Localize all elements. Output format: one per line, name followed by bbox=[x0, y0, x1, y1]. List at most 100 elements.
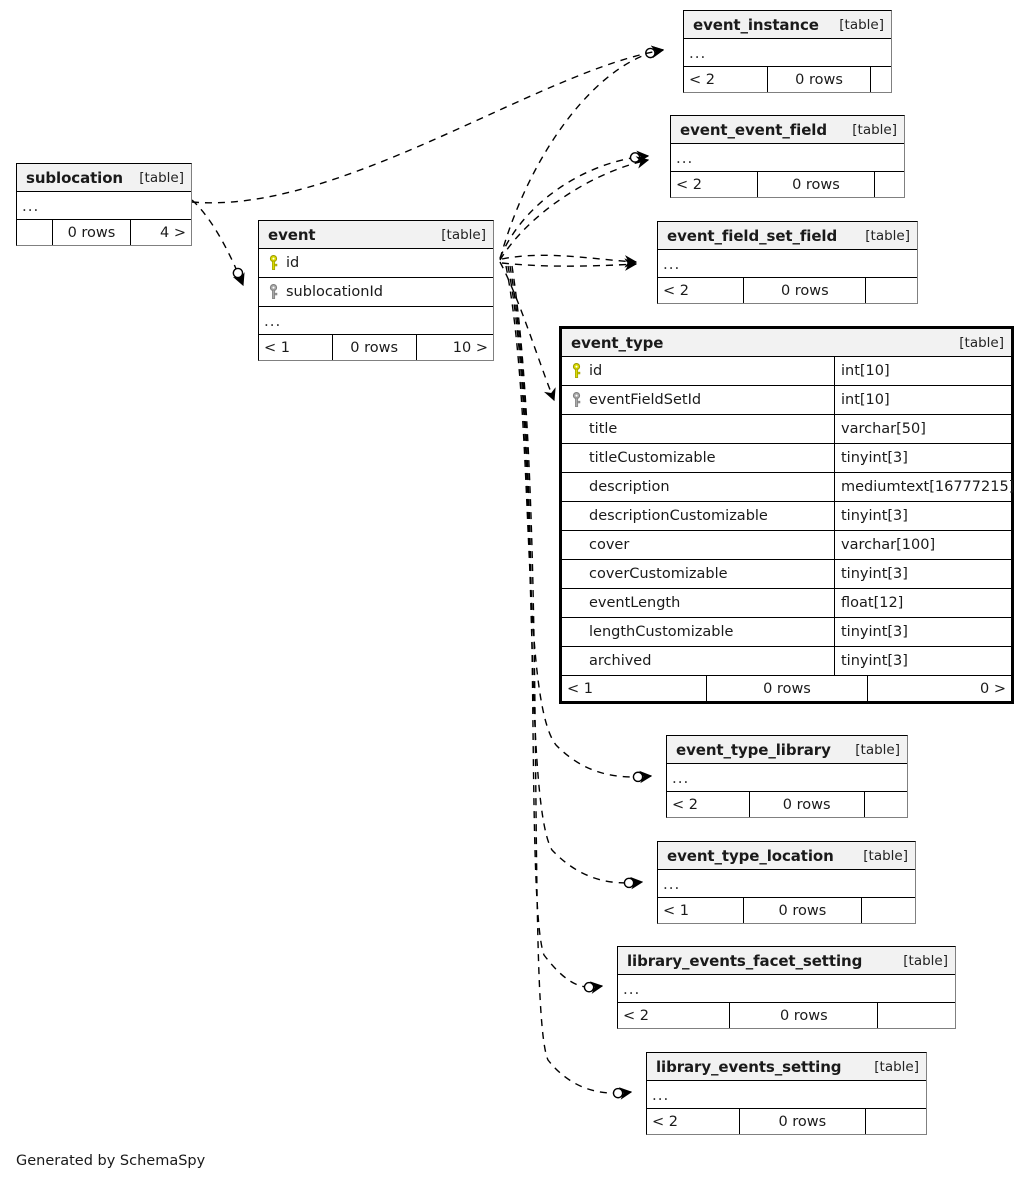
table-type-tag: [table] bbox=[874, 1058, 919, 1075]
footer-right-cell bbox=[865, 278, 917, 303]
column-name-cell: id bbox=[259, 249, 493, 277]
table-header-sublocation: sublocation [table] bbox=[17, 164, 191, 192]
column-type-cell: mediumtext[16777215] bbox=[834, 473, 1014, 501]
column-name-cell: description bbox=[562, 473, 834, 501]
table-title: sublocation bbox=[26, 168, 124, 187]
relationship-edge bbox=[501, 254, 638, 268]
table-type-tag: [table] bbox=[855, 741, 900, 758]
relationship-edge bbox=[191, 45, 665, 204]
footer-center-cell: 0 rows bbox=[766, 67, 871, 92]
optional-cardinality-circle-icon bbox=[632, 771, 644, 783]
column-name-cell: title bbox=[562, 415, 834, 443]
footer-right-cell: 4 > bbox=[130, 220, 191, 245]
table-type-tag: [table] bbox=[903, 952, 948, 969]
table-type-tag: [table] bbox=[139, 169, 184, 186]
column-label: description bbox=[589, 479, 670, 495]
column-name-cell: titleCustomizable bbox=[562, 444, 834, 472]
hidden-columns-ellipsis: ... bbox=[671, 144, 904, 172]
table-title: event_type_library bbox=[676, 740, 831, 759]
column-name-cell: archived bbox=[562, 647, 834, 675]
table-header-event_type_library: event_type_library [table] bbox=[667, 736, 907, 764]
footer-center-cell: 0 rows bbox=[757, 172, 874, 197]
column-row-id[interactable]: id bbox=[259, 249, 493, 278]
column-type-cell: int[10] bbox=[834, 357, 1011, 385]
footer-right-cell bbox=[861, 898, 915, 923]
column-label: title bbox=[589, 421, 618, 437]
footer-center-cell: 0 rows bbox=[331, 335, 416, 360]
table-title: event_type_location bbox=[667, 846, 834, 865]
schemaspy-credit: Generated by SchemaSpy bbox=[16, 1153, 206, 1169]
table-type-tag: [table] bbox=[852, 121, 897, 138]
optional-cardinality-circle-icon bbox=[583, 981, 595, 993]
table-footer-library_events_setting: < 2 0 rows bbox=[647, 1109, 926, 1134]
column-type-cell: tinyint[3] bbox=[834, 444, 1011, 472]
table-node-library_events_facet_setting[interactable]: library_events_facet_setting[table]...< … bbox=[617, 946, 956, 1029]
table-title: event_event_field bbox=[680, 120, 827, 139]
column-label: cover bbox=[589, 537, 630, 553]
table-title: event bbox=[268, 225, 316, 244]
table-title: event_instance bbox=[693, 15, 819, 34]
column-name-cell: sublocationId bbox=[259, 278, 493, 306]
table-header-event_instance: event_instance[table] bbox=[684, 11, 891, 39]
footer-left-cell: < 2 bbox=[663, 282, 689, 299]
footer-center-cell: 0 rows bbox=[743, 278, 865, 303]
hidden-columns-ellipsis: ... bbox=[647, 1081, 926, 1109]
hidden-columns-ellipsis: ... bbox=[259, 307, 493, 335]
table-title: library_events_setting bbox=[656, 1057, 842, 1076]
footer-left-cell: < 1 bbox=[264, 339, 290, 356]
hidden-columns-ellipsis: ... bbox=[658, 250, 917, 278]
optional-cardinality-circle-icon bbox=[232, 267, 244, 279]
table-title: event_type bbox=[571, 333, 664, 352]
footer-left-cell: < 1 bbox=[663, 902, 689, 919]
footer-center-cell: 0 rows bbox=[739, 1109, 865, 1134]
column-type-cell: int[10] bbox=[834, 386, 1011, 414]
table-footer-event_field_set_field: < 2 0 rows bbox=[658, 278, 917, 303]
primary-key-icon bbox=[571, 363, 582, 379]
table-node-library_events_setting[interactable]: library_events_setting [table]... < 2 0 row… bbox=[646, 1052, 927, 1135]
column-type-cell: float[12] bbox=[834, 589, 1011, 617]
table-header-library_events_setting: library_events_setting [table] bbox=[647, 1053, 926, 1081]
footer-left-cell: < 2 bbox=[652, 1113, 678, 1130]
relationship-edge bbox=[499, 156, 650, 261]
hidden-columns-ellipsis: ... bbox=[658, 870, 915, 898]
footer-center-cell: 0 rows bbox=[51, 220, 130, 245]
column-type-cell: tinyint[3] bbox=[834, 618, 1011, 646]
column-row-sublocationId[interactable]: sublocationId bbox=[259, 278, 493, 307]
column-label: sublocationId bbox=[286, 284, 383, 300]
footer-right-cell: 10 > bbox=[415, 335, 493, 360]
optional-cardinality-circle-icon bbox=[623, 877, 635, 889]
column-name-cell: eventFieldSetId bbox=[562, 386, 834, 414]
column-row-description[interactable]: description mediumtext[16777215] bbox=[562, 473, 1014, 502]
footer-left-cell: < 2 bbox=[672, 796, 698, 813]
column-name-cell: descriptionCustomizable bbox=[562, 502, 834, 530]
footer-right-cell bbox=[877, 1003, 955, 1028]
footer-right-cell bbox=[864, 1109, 926, 1134]
optional-cardinality-circle-icon bbox=[612, 1087, 624, 1099]
table-header-event_type_location: event_type_location[table] bbox=[658, 842, 915, 870]
table-header-event: event[table] bbox=[259, 221, 493, 249]
footer-left-cell: < 2 bbox=[623, 1007, 649, 1024]
